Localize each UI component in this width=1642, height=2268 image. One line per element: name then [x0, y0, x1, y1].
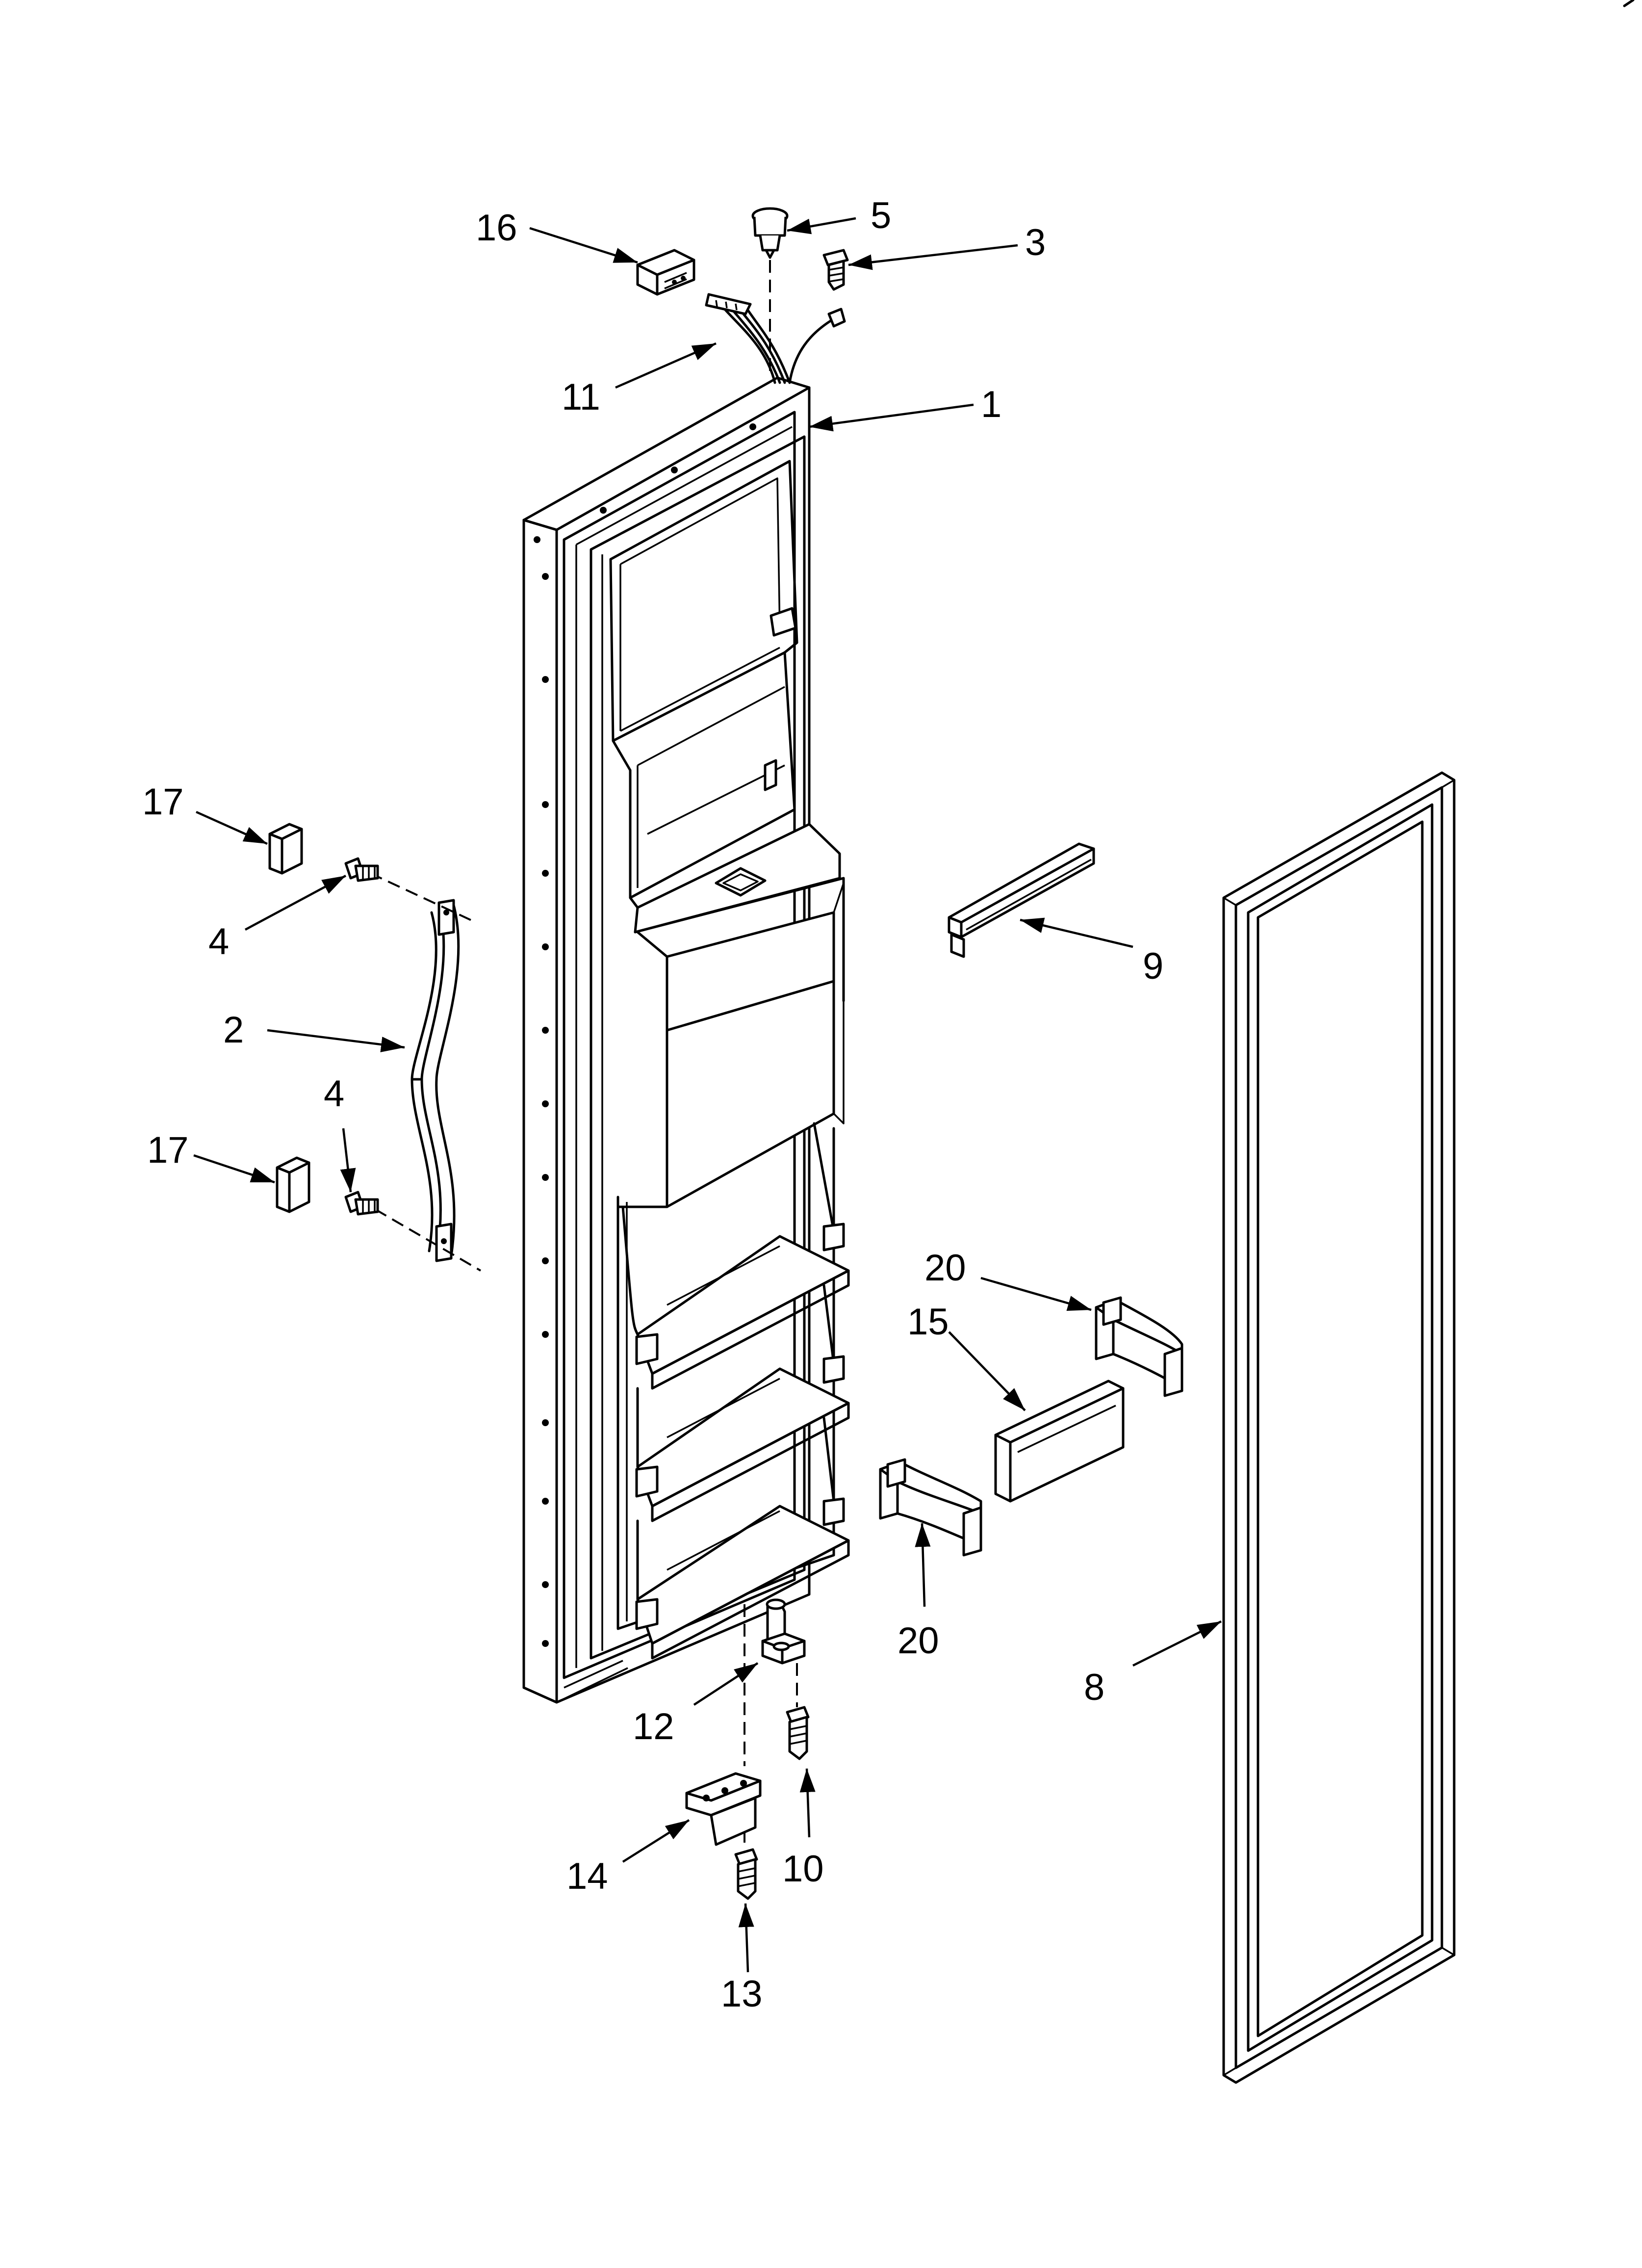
alignment-line-handle-top — [370, 872, 476, 923]
callout-4-upper: 4 — [208, 921, 229, 963]
cap-part-17-lower — [276, 1156, 310, 1213]
door-assembly — [522, 376, 850, 1704]
leader-15 — [948, 1331, 1026, 1411]
leader-10 — [799, 1768, 816, 1838]
cap-part-17-upper — [268, 823, 303, 875]
leader-14 — [622, 1819, 690, 1863]
callout-17-lower: 17 — [147, 1129, 189, 1171]
leader-20-lower — [915, 1523, 931, 1607]
leader-8 — [1132, 1620, 1222, 1667]
leader-4-upper — [244, 875, 347, 931]
callout-20-lower: 20 — [898, 1620, 939, 1662]
door-screw-holes — [534, 423, 756, 1647]
leader-2 — [267, 1029, 405, 1052]
leader-20-upper — [980, 1277, 1092, 1311]
plug-part-5 — [751, 207, 789, 259]
callout-11: 11 — [562, 376, 600, 418]
callout-3: 3 — [1025, 222, 1046, 263]
callout-1: 1 — [981, 384, 1001, 425]
corner-mark — [1623, 0, 1635, 7]
handle-part-2 — [410, 899, 460, 1262]
callout-2: 2 — [223, 1009, 244, 1051]
callout-17-upper: 17 — [142, 781, 184, 823]
callout-5: 5 — [871, 195, 891, 236]
leader-12 — [693, 1662, 759, 1706]
connector-part-16 — [636, 249, 695, 296]
callout-8: 8 — [1084, 1667, 1104, 1708]
leader-4-lower — [340, 1128, 356, 1193]
leader-5 — [787, 217, 856, 235]
callout-20-upper: 20 — [924, 1247, 966, 1289]
leader-13 — [738, 1903, 754, 1973]
bracket-part-20-upper — [1095, 1296, 1183, 1397]
leader-9 — [1020, 917, 1133, 948]
alignment-line-handle-bottom — [374, 1208, 482, 1272]
callout-12: 12 — [633, 1706, 674, 1747]
screw-part-10 — [786, 1706, 810, 1760]
leader-17-upper — [196, 810, 268, 845]
hinge-plate-part-14 — [685, 1772, 762, 1846]
panel-part-15 — [994, 1380, 1125, 1503]
callout-labels: 16 5 3 11 1 17 4 2 4 17 9 20 15 20 8 12 … — [142, 195, 1163, 2015]
screw-part-4-upper — [344, 857, 379, 882]
gasket-part-8 — [1222, 771, 1456, 2084]
leader-1 — [809, 403, 974, 432]
leader-lines — [193, 217, 1222, 1973]
screw-part-4-lower — [344, 1191, 379, 1216]
callout-14: 14 — [566, 1855, 608, 1897]
wire-harness-part-11 — [705, 293, 846, 384]
callout-16: 16 — [476, 207, 517, 249]
screw-part-3 — [822, 249, 849, 291]
screw-part-13 — [734, 1848, 758, 1900]
leader-11 — [615, 342, 717, 389]
callout-10: 10 — [782, 1848, 824, 1890]
hinge-pin-part-12 — [761, 1598, 806, 1665]
leader-17-lower — [193, 1154, 275, 1184]
callout-13: 13 — [721, 1973, 763, 2015]
leader-3 — [848, 244, 1018, 270]
callout-4-lower: 4 — [324, 1073, 344, 1115]
leader-16 — [529, 227, 638, 264]
rail-part-9 — [948, 842, 1095, 958]
callout-15: 15 — [907, 1301, 949, 1343]
bracket-part-20-lower — [879, 1458, 982, 1557]
callout-9: 9 — [1143, 945, 1163, 987]
